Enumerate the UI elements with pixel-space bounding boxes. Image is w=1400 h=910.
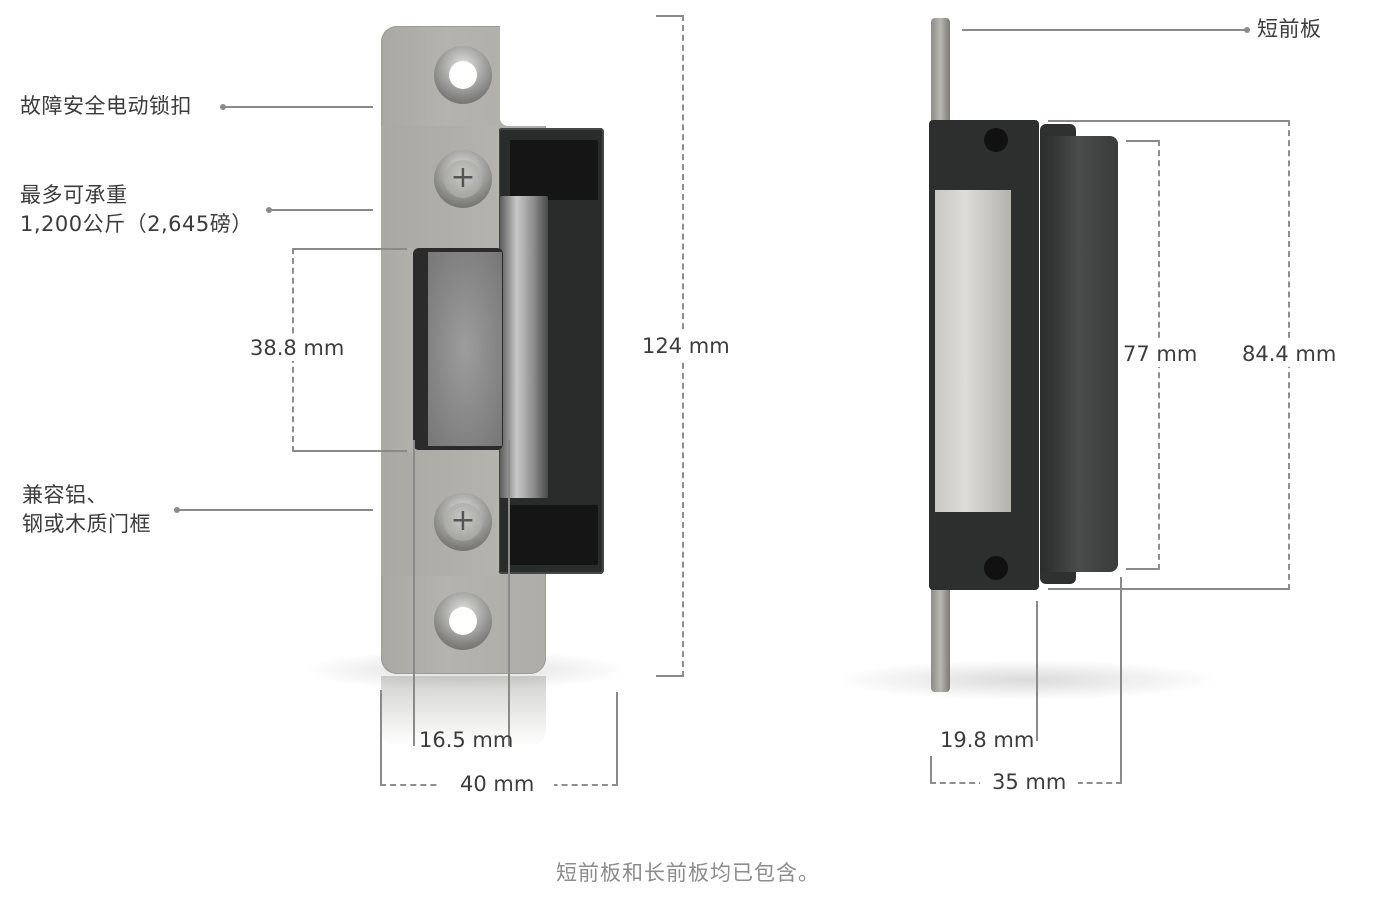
dim-line — [292, 248, 407, 250]
mounting-hole-bottom — [434, 592, 492, 650]
dim-body-height: 84.4 mm — [1240, 341, 1339, 367]
dim-line — [1126, 568, 1160, 570]
dim-line — [1120, 577, 1122, 784]
callout-text: 1,200公斤（2,645磅） — [20, 212, 253, 236]
callout-text: 最多可承重 — [20, 183, 128, 207]
dim-line — [616, 692, 618, 786]
dim-width: 40 mm — [440, 771, 555, 797]
dim-line — [508, 440, 510, 746]
callout-holding-force: 最多可承重 1,200公斤（2,645磅） — [20, 181, 253, 239]
side-screw-bottom — [984, 556, 1008, 580]
dim-depth: 35 mm — [980, 769, 1079, 795]
dim-total-height: 124 mm — [640, 333, 732, 359]
phillips-screw-icon: + — [444, 503, 482, 541]
leader-line — [269, 209, 373, 211]
dim-line — [656, 15, 684, 17]
caption: 短前板和长前板均已包含。 — [556, 861, 820, 885]
callout-short-faceplate: 短前板 — [1257, 15, 1322, 44]
side-screw-top — [984, 128, 1008, 152]
leader-line — [962, 29, 1246, 31]
latch-opening-face — [428, 252, 502, 446]
dim-line — [930, 756, 932, 784]
callout-fail-safe: 故障安全电动锁扣 — [20, 92, 192, 121]
dim-line — [1048, 588, 1290, 590]
side-shadow — [830, 660, 1220, 700]
dim-line — [1126, 140, 1160, 142]
callout-text: 故障安全电动锁扣 — [20, 94, 192, 118]
callout-text: 短前板 — [1257, 17, 1322, 41]
callout-text: 钢或木质门框 — [22, 512, 151, 536]
housing-bottom-recess-front — [510, 505, 598, 565]
dim-line — [413, 440, 415, 746]
plate-left-strip — [381, 248, 413, 452]
dim-cylinder-height: 77 mm — [1121, 341, 1200, 367]
screw-top: + — [434, 150, 492, 208]
phillips-screw-icon: + — [444, 160, 482, 198]
dim-line — [1048, 120, 1290, 122]
callout-frame-compat: 兼容铝、 钢或木质门框 — [22, 481, 151, 539]
leader-line — [223, 106, 373, 108]
leader-line — [177, 509, 373, 511]
side-keeper — [935, 190, 1011, 512]
plate-notch-top — [500, 26, 550, 126]
dim-line — [292, 450, 407, 452]
dim-line — [1036, 601, 1038, 741]
dim-line — [380, 690, 382, 786]
housing-top-recess-front — [510, 140, 598, 200]
side-cap-bottom — [1040, 568, 1076, 584]
dim-line — [656, 675, 684, 677]
callout-text: 兼容铝、 — [22, 483, 108, 507]
dim-keeper-depth: 16.5 mm — [419, 728, 514, 752]
leader-dot — [1244, 27, 1250, 33]
dim-plate-offset: 19.8 mm — [940, 728, 1035, 752]
mounting-hole-top — [434, 46, 492, 104]
dim-opening-height: 38.8 mm — [248, 335, 347, 361]
front-reflection — [381, 676, 546, 746]
side-cylinder — [1040, 136, 1118, 572]
screw-bottom: + — [434, 493, 492, 551]
